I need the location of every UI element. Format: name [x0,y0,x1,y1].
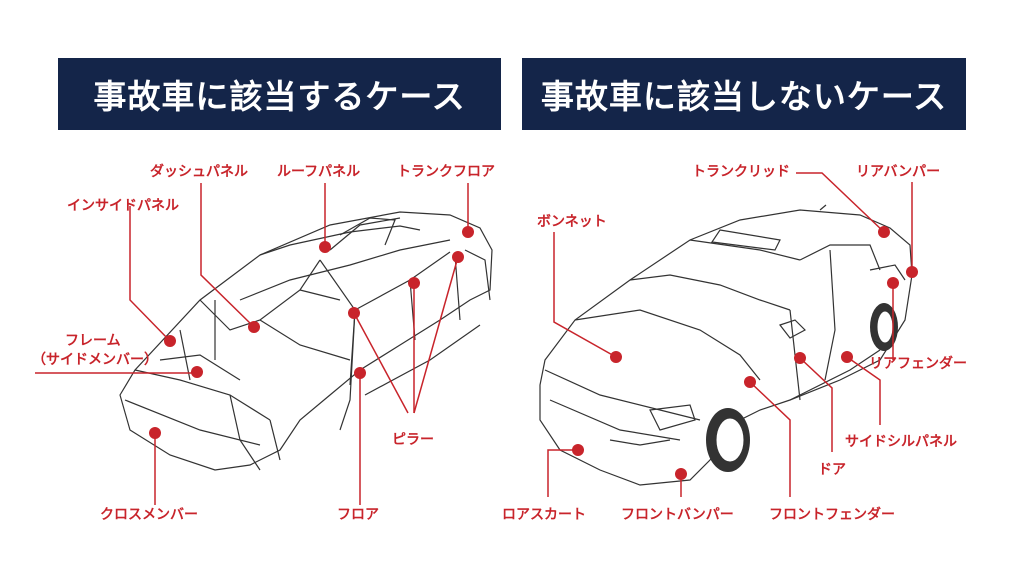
dot-pillar-a [348,307,360,319]
left-marker-dots [149,226,474,439]
dot-bonnet [610,351,622,363]
dot-dash-panel [248,321,260,333]
left-leader-lines [35,183,469,505]
label-side-member: （サイドメンバー） [32,352,158,368]
label-bonnet: ボンネット [537,214,607,230]
label-cross-member: クロスメンバー [100,507,198,523]
label-frame: フレーム [65,333,121,349]
label-dash-panel: ダッシュパネル [150,164,248,180]
dot-cross-member [149,427,161,439]
dot-pillar-c [452,251,464,263]
label-trunk-lid: トランクリッド [692,164,790,180]
dot-front-bumper [675,468,687,480]
dot-rear-fender [887,277,899,289]
non-accident-case-banner: 事故車に該当しないケース [522,58,966,130]
accident-case-banner: 事故車に該当するケース [58,58,501,130]
label-roof-panel: ルーフパネル [277,164,361,180]
dot-side-sill [841,351,853,363]
dot-lower-skirt [572,444,584,456]
label-rear-bumper: リアバンパー [856,164,941,180]
label-pillar: ピラー [392,432,434,448]
right-leader-lines [547,172,913,497]
label-floor: フロア [337,507,379,523]
dot-trunk-floor [462,226,474,238]
dot-rear-bumper [906,266,918,278]
label-rear-fender: リアフェンダー [869,356,967,372]
dot-door [794,352,806,364]
label-side-sill-panel: サイドシルパネル [845,434,957,450]
label-inside-panel: インサイドパネル [67,198,179,214]
wheels [706,303,898,472]
dot-floor [354,367,366,379]
dot-frame [191,366,203,378]
label-door: ドア [818,462,846,478]
label-front-fender: フロントフェンダー [769,507,895,523]
label-trunk-floor: トランクフロア [397,164,495,180]
dot-front-fender [744,376,756,388]
dot-trunk-lid [878,226,890,238]
label-lower-skirt: ロアスカート [502,507,586,523]
dot-roof-panel [319,241,331,253]
right-marker-dots [572,226,918,480]
label-front-bumper: フロントバンパー [621,507,734,523]
dot-pillar-b [408,277,420,289]
dot-inside-panel [164,335,176,347]
